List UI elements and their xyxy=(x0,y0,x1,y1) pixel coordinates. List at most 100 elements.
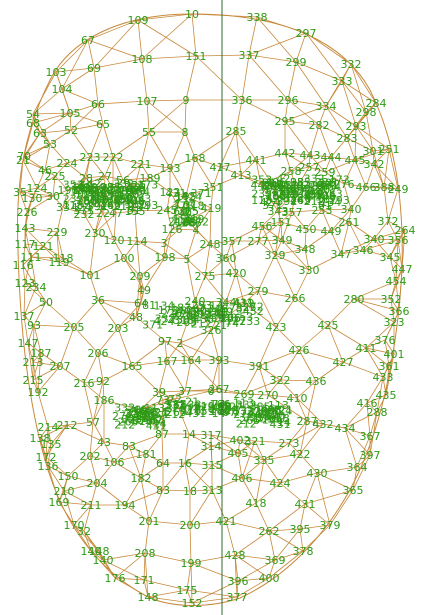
mesh-edge xyxy=(113,445,130,463)
cluster-mark: 424 xyxy=(271,404,292,417)
landmark-label: 215 xyxy=(23,374,44,387)
landmark-label: 444 xyxy=(321,151,342,164)
landmark-label: 364 xyxy=(347,461,368,474)
mesh-edge xyxy=(237,440,256,454)
mesh-edge xyxy=(23,143,51,157)
mesh-edge xyxy=(225,301,245,304)
cluster-mark: 279 xyxy=(302,179,323,192)
landmark-label: 73 xyxy=(156,394,170,407)
cluster-mark: 371 xyxy=(142,319,163,332)
cluster-mark: 371 xyxy=(191,187,212,200)
landmark-label: 140 xyxy=(81,545,102,558)
mesh-edge xyxy=(186,258,206,277)
landmark-label: 103 xyxy=(46,66,67,79)
mesh-edge xyxy=(273,185,279,212)
mesh-edge xyxy=(30,256,64,259)
landmark-label: 21 xyxy=(16,154,30,167)
mesh-edge xyxy=(255,159,262,186)
mesh-edge xyxy=(140,477,150,522)
landmark-label: 171 xyxy=(134,574,155,587)
mesh-edge xyxy=(190,359,220,390)
mesh-edge xyxy=(225,520,236,556)
landmark-label: 277 xyxy=(248,235,269,248)
mesh-edge xyxy=(87,39,95,69)
mesh-edge xyxy=(179,342,220,361)
cluster-mark: 212 xyxy=(164,408,185,421)
cluster-mark: 399 xyxy=(302,188,323,201)
mesh-edge xyxy=(365,186,399,190)
nose-bridge-cluster: 0531061592122653183714247601131662192723… xyxy=(165,187,211,230)
mesh-edge xyxy=(45,456,49,467)
mesh-edge xyxy=(237,452,243,479)
landmark-label: 119 xyxy=(49,256,70,269)
landmark-label: 213 xyxy=(23,356,44,369)
landmark-label: 356 xyxy=(388,234,409,247)
cluster-mark: 265 xyxy=(290,194,311,207)
mesh-edge xyxy=(210,329,220,361)
mesh-edge xyxy=(194,130,237,159)
cluster-mark: 60 xyxy=(143,407,157,420)
landmark-label: 379 xyxy=(320,519,341,532)
cluster-mark: 265 xyxy=(118,415,139,428)
cluster-mark: 219 xyxy=(184,213,205,226)
mesh-edge xyxy=(112,179,124,189)
landmark-label: 248 xyxy=(200,238,221,251)
cluster-mark: 113 xyxy=(268,399,289,412)
cluster-mark: 148 xyxy=(107,185,128,198)
mesh-edge xyxy=(189,489,213,492)
landmark-label: 36 xyxy=(91,294,105,307)
mesh-edge xyxy=(284,120,311,156)
landmark-label: 32 xyxy=(77,525,91,538)
landmark-label: 322 xyxy=(270,374,291,387)
mesh-edge xyxy=(140,163,171,169)
mesh-edge xyxy=(45,301,75,328)
mesh-edge xyxy=(188,433,212,447)
cluster-mark: 332 xyxy=(304,172,325,185)
cluster-mark: 438 xyxy=(193,313,214,326)
cluster-mark: 219 xyxy=(127,408,148,421)
mesh-edge xyxy=(67,475,98,484)
landmark-label: 130 xyxy=(22,192,43,205)
mesh-edge xyxy=(258,365,269,396)
landmark-label: 330 xyxy=(299,264,320,277)
mesh-edge xyxy=(73,524,100,552)
cluster-mark: 226 xyxy=(247,405,268,418)
mesh-edge xyxy=(257,254,276,292)
mesh-edge xyxy=(318,124,348,139)
landmark-label: 285 xyxy=(226,125,247,138)
cluster-mark: 53 xyxy=(152,414,166,427)
landmark-label: 258 xyxy=(281,165,302,178)
mesh-edge xyxy=(61,88,99,105)
mesh-edge xyxy=(89,257,125,276)
landmark-label: 9 xyxy=(183,94,190,107)
landmark-label: 195 xyxy=(176,190,197,203)
mesh-edge xyxy=(255,159,275,187)
mesh-edge xyxy=(305,209,323,230)
landmark-label: 137 xyxy=(14,310,35,323)
landmark-label: 40 xyxy=(133,404,147,417)
cluster-mark: 0 xyxy=(117,190,124,203)
cluster-mark: 106 xyxy=(315,189,336,202)
mesh-edge xyxy=(90,482,98,506)
cluster-mark: 385 xyxy=(250,401,271,414)
mesh-edge xyxy=(321,209,332,232)
mesh-edge xyxy=(353,298,395,323)
landmark-label: 202 xyxy=(80,450,101,463)
mesh-edge xyxy=(171,228,197,231)
mesh-edge xyxy=(365,339,386,349)
mesh-edge xyxy=(350,63,367,113)
mesh-edge xyxy=(295,32,307,63)
mesh-edge xyxy=(112,131,150,158)
cluster-mark: 74 xyxy=(71,185,85,198)
mesh-edge xyxy=(140,453,147,479)
mesh-edge xyxy=(186,258,196,302)
mesh-edge xyxy=(373,163,385,188)
mesh-edge xyxy=(102,559,145,581)
mesh-edge xyxy=(219,159,257,168)
cluster-mark: 385 xyxy=(166,398,187,411)
landmark-label: 72 xyxy=(168,393,182,406)
landmark-label: 410 xyxy=(287,392,308,405)
mesh-edge xyxy=(255,459,265,504)
mesh-edge xyxy=(190,329,212,361)
